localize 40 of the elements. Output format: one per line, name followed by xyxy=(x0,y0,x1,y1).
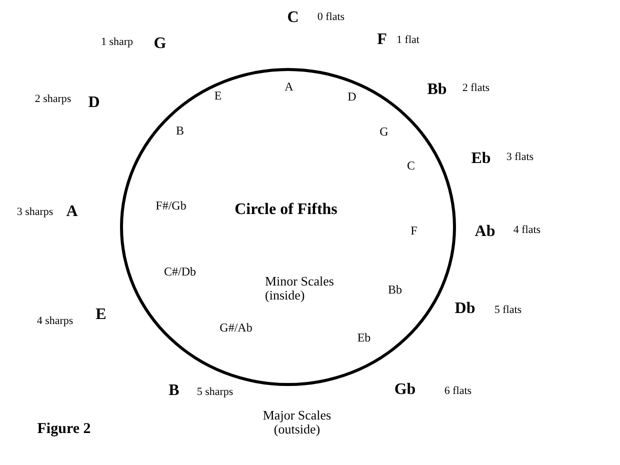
major-key-label: Gb xyxy=(394,381,416,399)
major-key-label: Eb xyxy=(471,150,491,168)
minor-key-label: D xyxy=(348,90,356,104)
key-signature-label: 3 sharps xyxy=(16,206,54,218)
major-key-label: D xyxy=(88,94,100,112)
key-signature-label: 4 flats xyxy=(513,224,541,236)
key-signature-label: 6 flats xyxy=(444,384,472,398)
key-signature-label: 5 flats xyxy=(494,304,522,316)
major-key-label: Db xyxy=(454,300,476,318)
minor-key-label: G#/Ab xyxy=(220,321,252,335)
key-signature-label: 0 flats xyxy=(317,10,345,24)
major-key-label: G xyxy=(154,35,166,53)
key-signature-label: 5 sharps xyxy=(196,386,234,398)
minor-key-label: G xyxy=(380,125,388,139)
major-key-label: C xyxy=(287,9,299,27)
key-signature-label: 2 sharps xyxy=(34,92,72,106)
key-signature-label: 1 sharp xyxy=(100,36,134,48)
minor-key-label: A xyxy=(284,80,294,94)
key-signature-label: 4 sharps xyxy=(36,314,74,328)
minor-key-label: F#/Gb xyxy=(156,199,186,213)
circle-heading: Circle of Fifths xyxy=(234,201,338,219)
major-key-label: A xyxy=(66,203,78,221)
minor-key-label: F xyxy=(410,224,418,238)
minor-key-label: C xyxy=(407,159,415,173)
major-key-label: B xyxy=(168,382,180,400)
key-signature-label: 3 flats xyxy=(506,150,534,164)
major-key-label: Ab xyxy=(474,223,496,241)
figure-caption: Figure 2 xyxy=(37,420,91,438)
minor-key-label: C#/Db xyxy=(164,265,196,279)
minor-key-label: B xyxy=(176,124,184,138)
minor-key-label: Eb xyxy=(357,331,371,345)
major-scales-note: Major Scales (outside) xyxy=(262,408,332,438)
minor-key-label: Bb xyxy=(388,283,402,297)
major-key-label: E xyxy=(96,306,106,324)
major-key-label: Bb xyxy=(427,81,447,99)
key-signature-label: 2 flats xyxy=(462,82,490,94)
key-signature-label: 1 flat xyxy=(396,34,420,46)
minor-key-label: E xyxy=(214,89,222,103)
minor-scales-note: Minor Scales (inside) xyxy=(265,274,335,304)
major-key-label: F xyxy=(377,31,387,49)
